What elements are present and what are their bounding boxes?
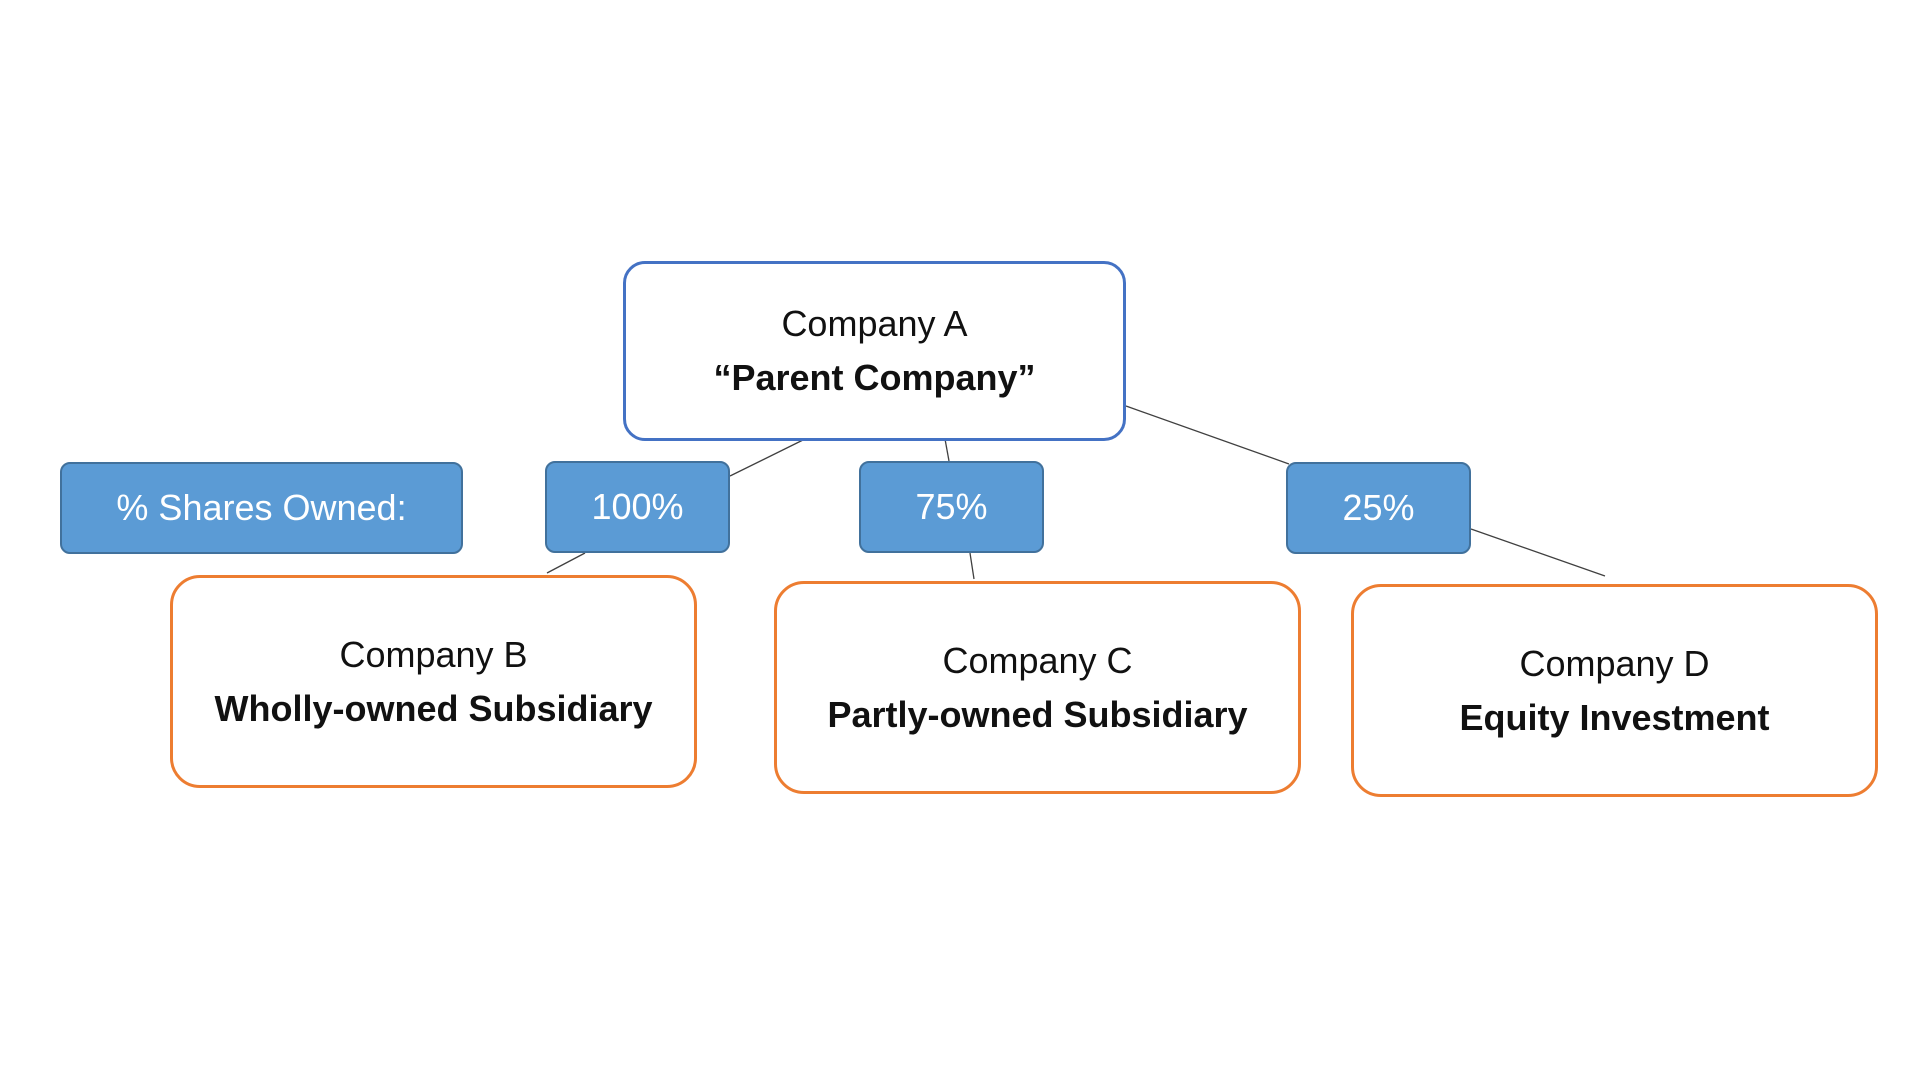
shares-pct-company-b-value: 100% <box>591 486 684 527</box>
shares-owned-label: % Shares Owned: <box>116 487 407 528</box>
shares-pct-company-d: 25% <box>1286 462 1471 554</box>
parent-company-box: Company A “Parent Company” <box>623 261 1126 441</box>
connector-pct-b-to-company-b <box>546 552 586 574</box>
shares-pct-company-b: 100% <box>545 461 730 553</box>
connector-parent-to-pct-c <box>944 438 950 462</box>
company-b-role: Wholly-owned Subsidiary <box>214 687 653 729</box>
shares-owned-legend: % Shares Owned: <box>60 462 463 554</box>
shares-pct-company-c-value: 75% <box>915 486 988 527</box>
connector-pct-c-to-company-c <box>969 552 975 580</box>
parent-company-name: Company A <box>781 303 968 344</box>
company-d-role: Equity Investment <box>1459 696 1770 738</box>
parent-company-role: “Parent Company” <box>713 357 1036 398</box>
company-b-box: Company B Wholly-owned Subsidiary <box>170 575 697 788</box>
company-d-name: Company D <box>1519 642 1710 684</box>
connector-parent-to-pct-d <box>1125 405 1290 465</box>
company-c-role: Partly-owned Subsidiary <box>827 693 1248 735</box>
shares-pct-company-c: 75% <box>859 461 1044 553</box>
company-c-box: Company C Partly-owned Subsidiary <box>774 581 1301 794</box>
company-b-name: Company B <box>339 633 528 675</box>
company-c-name: Company C <box>942 639 1133 681</box>
connector-parent-to-pct-b <box>729 438 806 477</box>
company-d-box: Company D Equity Investment <box>1351 584 1878 797</box>
connector-pct-d-to-company-d <box>1470 528 1606 577</box>
shares-pct-company-d-value: 25% <box>1342 487 1415 528</box>
